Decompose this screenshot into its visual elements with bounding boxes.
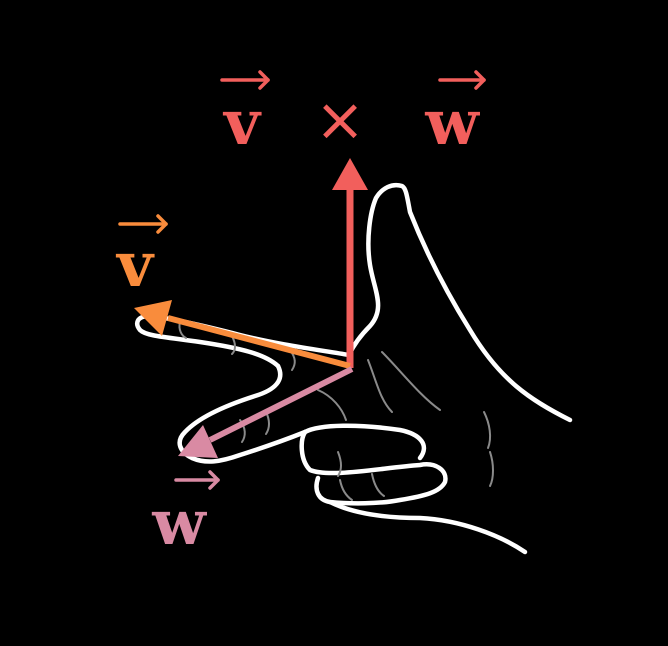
w-name: w xyxy=(151,486,207,559)
knuckle-crease xyxy=(231,335,236,355)
w-arrow-shaft xyxy=(208,366,354,443)
middle-finger-outline xyxy=(177,363,308,464)
vector-arrow-icon xyxy=(438,70,486,90)
cross-product-left-name: v xyxy=(222,86,262,159)
v-name: v xyxy=(115,228,155,301)
vector-arrow-icon xyxy=(118,214,168,234)
w-label: w xyxy=(151,470,220,559)
knuckle-outline xyxy=(302,423,427,461)
palm-crease xyxy=(265,411,270,435)
hand-creases xyxy=(178,321,494,501)
v-arrowhead-icon xyxy=(134,300,172,336)
palm-crease xyxy=(381,351,441,411)
palm-crease xyxy=(367,359,393,413)
v-label: v xyxy=(115,214,168,301)
cross-product-label: v × w xyxy=(220,70,486,159)
v-arrow-shaft xyxy=(167,315,351,369)
finger-crease xyxy=(483,411,492,449)
palm-outline xyxy=(327,499,528,555)
vector-arrows xyxy=(134,158,368,458)
cross-product-arrowhead-icon xyxy=(332,158,368,190)
finger-crease xyxy=(339,479,353,501)
cross-product-right-name: w xyxy=(424,86,480,159)
w-arrowhead-icon xyxy=(178,425,218,458)
vector-labels: v × w v w xyxy=(115,70,486,559)
thumb-outline xyxy=(346,182,573,423)
finger-crease xyxy=(489,451,494,487)
vector-arrow-icon xyxy=(220,70,270,90)
vector-arrow-icon xyxy=(174,470,220,490)
cross-product-operator: × xyxy=(315,85,365,155)
finger-crease xyxy=(337,451,342,477)
finger-crease xyxy=(371,473,385,497)
palm-crease xyxy=(317,389,347,421)
